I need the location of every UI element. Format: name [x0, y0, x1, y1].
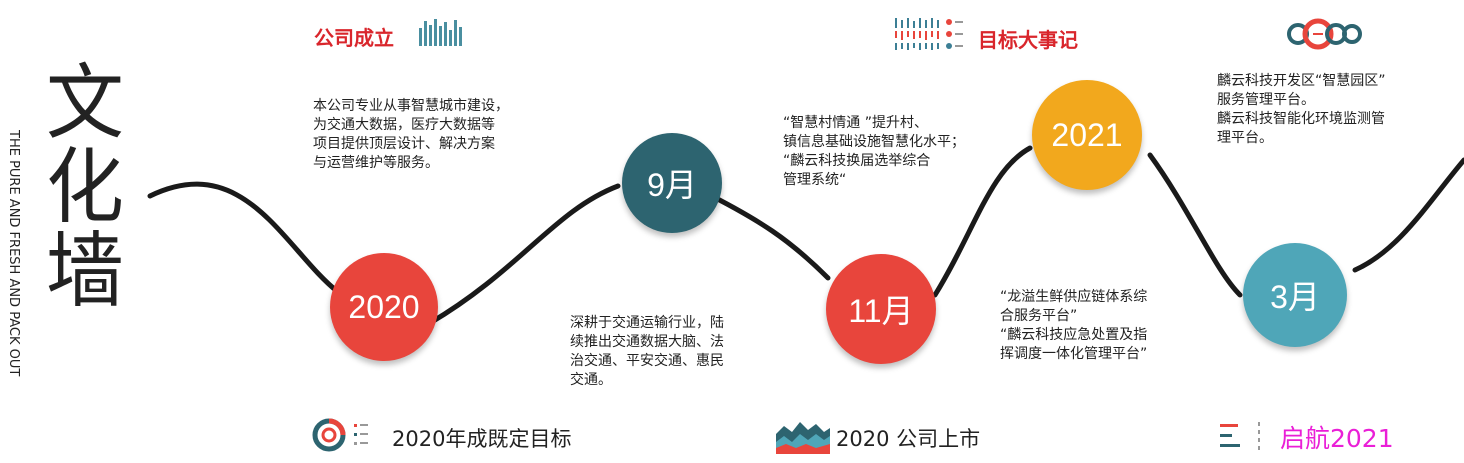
- desc-village: “智慧村情通 ”提升村、 镇信息基础设施智慧化水平； “麟云科技换届选举综合 管…: [783, 114, 965, 190]
- node-november-label: 11月: [848, 293, 914, 329]
- list-lines-icon: [1220, 422, 1260, 450]
- desc-line: 挥调度一体化管理平台”: [1000, 346, 1148, 362]
- footer-launch: 启航2021: [1280, 424, 1394, 453]
- bar-chart-icon: [419, 19, 462, 46]
- desc-transport: 深耕于交通运输行业，陆 续推出交通数据大脑、法 治交通、平安交通、惠民 交通。: [570, 314, 724, 390]
- culture-wall-title: 文 化 墙: [30, 62, 140, 314]
- desc-line: 麟云科技开发区“智慧园区”: [1217, 73, 1386, 89]
- subtitle-text: THE PURE AND FRESH AND PACK OUT: [6, 130, 21, 377]
- desc-line: 麟云科技智能化环境监测管: [1217, 111, 1385, 127]
- desc-line: “智慧村情通 ”提升村、: [783, 115, 928, 131]
- node-september-label: 9月: [647, 167, 697, 203]
- desc-line: 理平台。: [1217, 130, 1273, 146]
- desc-line: 深耕于交通运输行业，陆: [570, 315, 724, 331]
- node-march-label: 3月: [1270, 279, 1320, 315]
- desc-line: “龙溢生鲜供应链体系综: [1000, 289, 1148, 305]
- area-chart-icon: [776, 422, 830, 454]
- header-founding: 公司成立: [314, 26, 394, 50]
- title-char-1: 文: [46, 56, 124, 151]
- desc-supply: “龙溢生鲜供应链体系综 合服务平台” “麟云科技应急处置及指 挥调度一体化管理平…: [1000, 288, 1147, 364]
- header-milestones: 目标大事记: [978, 28, 1078, 52]
- node-march: 3月: [1243, 243, 1347, 347]
- desc-founding: 本公司专业从事智慧城市建设， 为交通大数据，医疗大数据等 项目提供顶层设计、解决…: [313, 97, 509, 173]
- title-char-2: 化: [46, 140, 124, 235]
- desc-line: 交通。: [570, 372, 612, 388]
- node-november: 11月: [826, 254, 936, 364]
- desc-line: 服务管理平台。: [1217, 92, 1315, 108]
- process-circles-icon: [1287, 18, 1362, 50]
- node-2020-label: 2020: [348, 288, 420, 325]
- culture-wall-subtitle: THE PURE AND FRESH AND PACK OUT: [6, 130, 26, 390]
- node-september: 9月: [622, 133, 722, 233]
- dotted-chart-icon: [895, 18, 963, 50]
- desc-line: 合服务平台”: [1000, 308, 1078, 324]
- desc-line: “麟云科技换届选举综合: [783, 153, 931, 169]
- desc-line: 本公司专业从事智慧城市建设，: [313, 98, 509, 114]
- donut-chart-icon: [312, 418, 368, 452]
- desc-line: “麟云科技应急处置及指: [1000, 327, 1148, 343]
- title-char-3: 墙: [46, 224, 124, 319]
- desc-line: 项目提供顶层设计、解决方案: [313, 136, 495, 152]
- desc-line: 镇信息基础设施智慧化水平；: [783, 134, 965, 150]
- timeline-path: [147, 145, 1464, 326]
- footer-listing: 2020 公司上市: [836, 427, 981, 451]
- desc-line: 续推出交通数据大脑、法: [570, 334, 724, 350]
- footer-goal: 2020年成既定目标: [392, 427, 572, 451]
- node-2021-label: 2021: [1051, 116, 1123, 153]
- node-2020: 2020: [330, 253, 438, 361]
- desc-line: 为交通大数据，医疗大数据等: [313, 117, 495, 133]
- desc-line: 管理系统“: [783, 172, 847, 188]
- desc-line: 与运营维护等服务。: [313, 155, 439, 171]
- desc-line: 治交通、平安交通、惠民: [570, 353, 724, 369]
- desc-park: 麟云科技开发区“智慧园区” 服务管理平台。 麟云科技智能化环境监测管 理平台。: [1217, 72, 1386, 148]
- node-2021: 2021: [1032, 80, 1142, 190]
